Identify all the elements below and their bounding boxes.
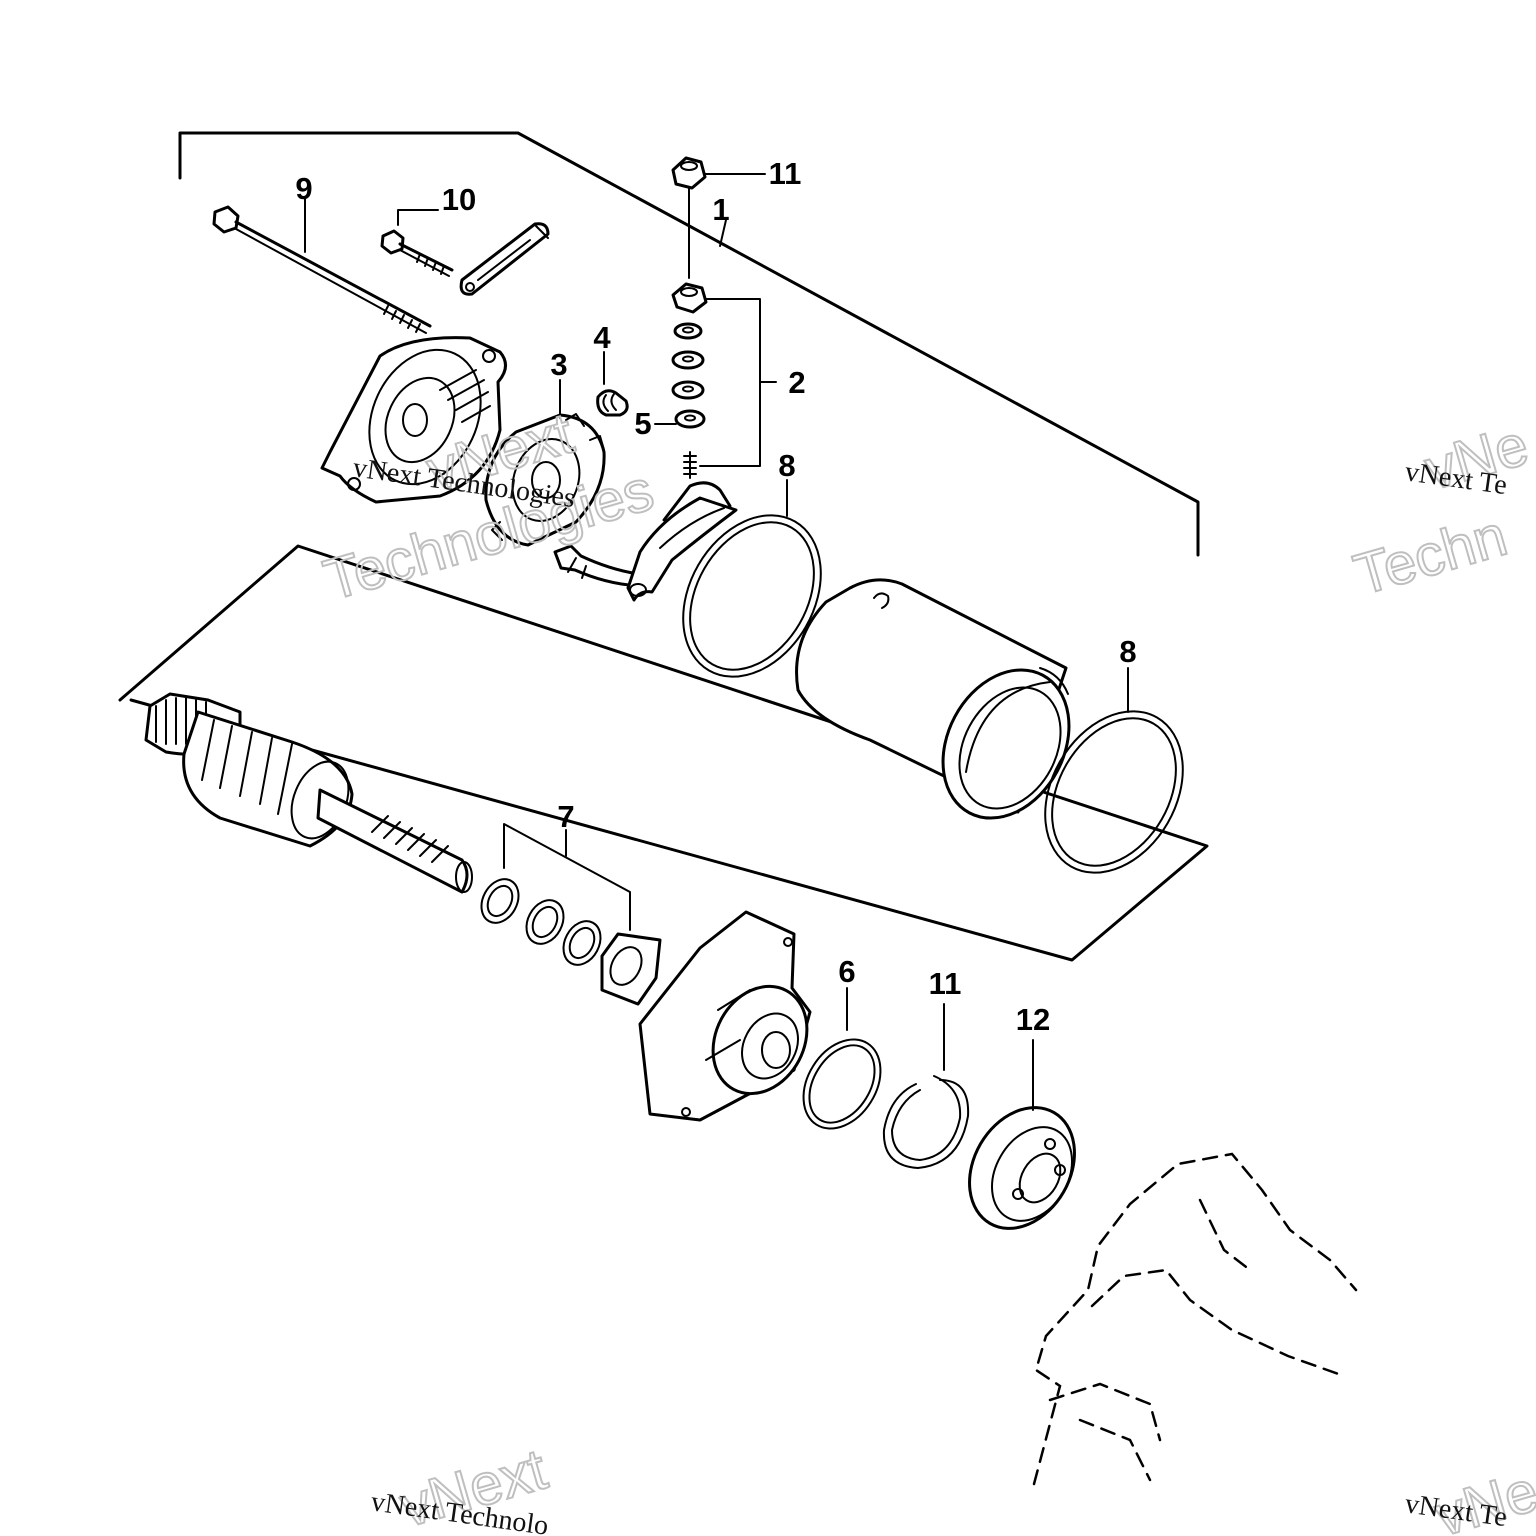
terminal-hardware-2 xyxy=(671,282,777,479)
callout-8-upper: 8 xyxy=(778,448,795,483)
callout-10: 10 xyxy=(442,182,476,217)
callout-11: 11 xyxy=(769,156,802,191)
rear-cover xyxy=(320,336,507,504)
snap-ring-12 xyxy=(882,1003,970,1169)
brush-plate-3 xyxy=(484,379,649,588)
through-bolt-9 xyxy=(212,197,432,334)
callout-8-lower: 8 xyxy=(1119,634,1136,669)
callout-5: 5 xyxy=(634,406,651,441)
callout-6: 6 xyxy=(838,954,855,989)
assembly-bracket-1 xyxy=(178,131,1200,557)
callout-7: 7 xyxy=(557,799,574,834)
engine-case-hidden-lines xyxy=(1032,1152,1358,1486)
front-cover xyxy=(638,910,812,1122)
armature xyxy=(144,692,473,894)
callout-3: 3 xyxy=(550,347,567,382)
callout-9: 9 xyxy=(295,171,312,206)
o-ring-8-lower xyxy=(1044,667,1184,874)
yoke-housing xyxy=(795,578,1071,820)
o-ring-6 xyxy=(802,987,882,1130)
watermark-right: vNe Techn vNext Te xyxy=(1346,411,1536,609)
brush-spring-4 xyxy=(596,351,629,417)
bolt-and-strap-10 xyxy=(380,209,550,296)
watermark-right-bottom: Techn xyxy=(1347,503,1514,608)
callout-1: 1 xyxy=(712,192,729,227)
callout-2: 2 xyxy=(788,365,805,400)
callout-13: 12 xyxy=(1016,1002,1050,1037)
bearing-13 xyxy=(968,1039,1076,1230)
nut-11 xyxy=(671,156,766,279)
callout-labels: 9 10 11 1 2 3 4 5 8 8 7 6 11 12 xyxy=(295,156,1136,1037)
armature-bracket xyxy=(118,544,1209,962)
washer-set-7 xyxy=(480,823,662,1006)
o-ring-8-upper xyxy=(682,479,822,678)
terminal-insulator xyxy=(626,481,738,602)
watermark-bottom: vNext vNext Technolo vNe vNext Te xyxy=(369,1436,1536,1536)
callout-12: 11 xyxy=(929,966,962,1001)
callout-4: 4 xyxy=(593,320,611,355)
